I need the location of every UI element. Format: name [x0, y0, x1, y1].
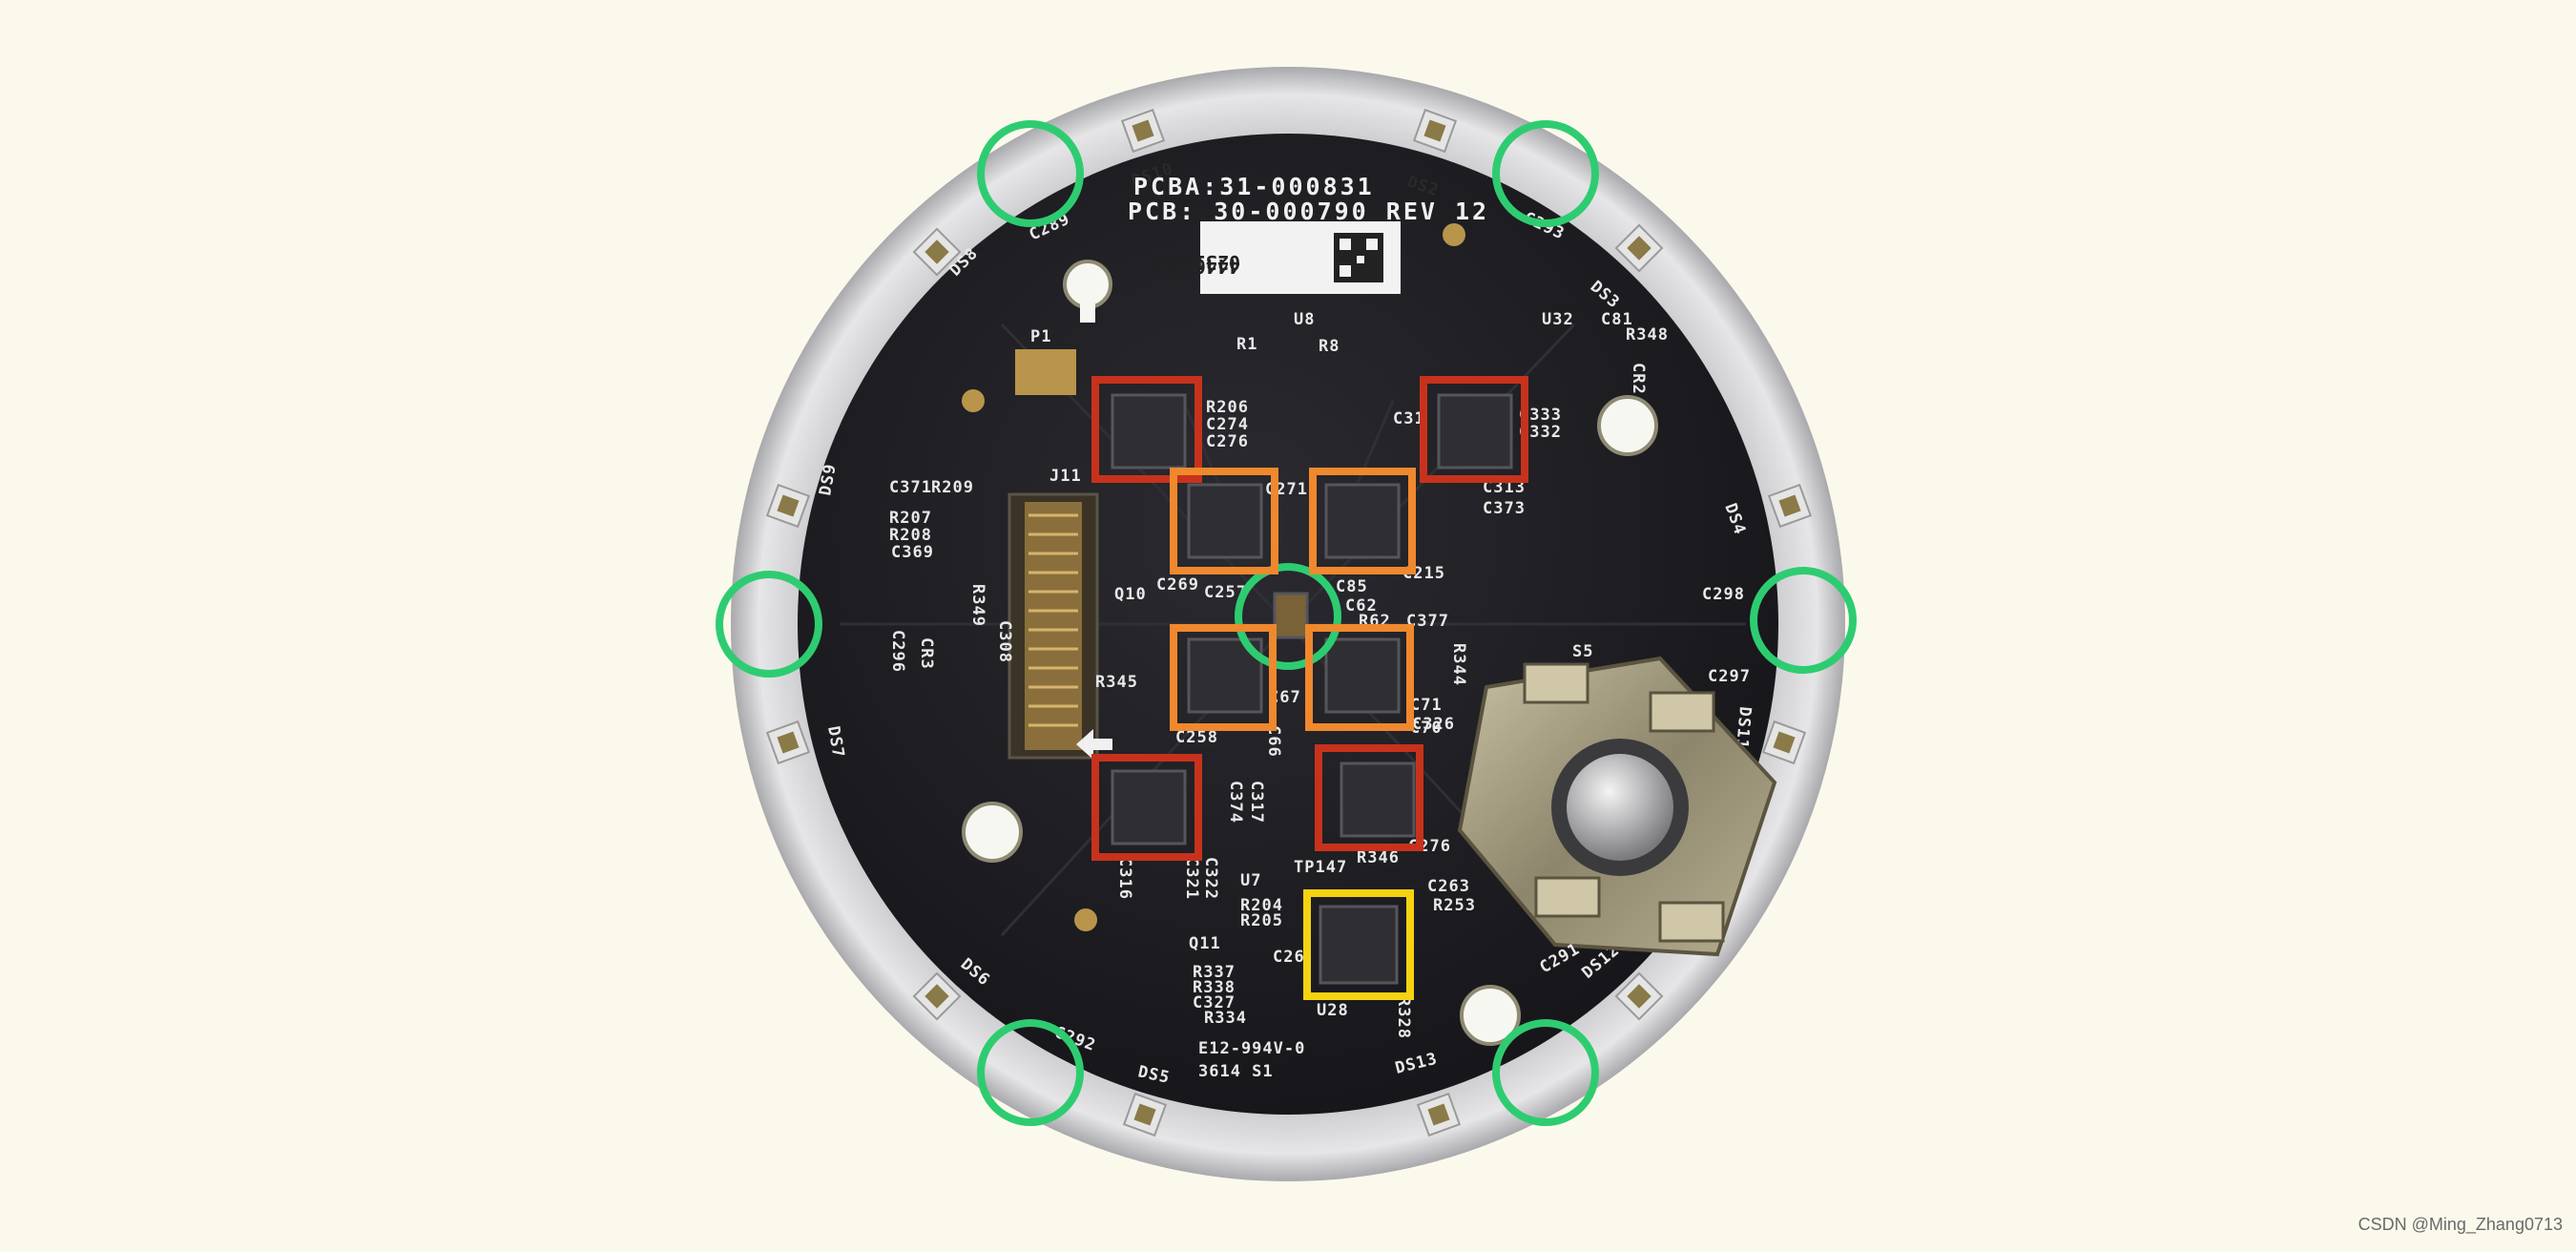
component-labels: C289 C293 C298 C297 C291 C292 C296 C263 … [888, 208, 1751, 1055]
serial-sticker: 02314011 444603LL [1149, 221, 1401, 294]
arrow-left-icon [1076, 729, 1112, 760]
comp-label: R338 [1193, 978, 1236, 997]
highlight-red-box [1091, 376, 1202, 483]
comp-label: Q10 [1114, 585, 1147, 604]
highlight-annotations [716, 120, 1857, 1126]
ic-chips [1111, 393, 1513, 985]
comp-label: C317 [1247, 781, 1266, 824]
comp-label: R348 [1626, 325, 1669, 344]
comp-label: R349 [968, 584, 987, 627]
comp-label: R253 [1433, 896, 1476, 915]
ring-leds [765, 108, 1813, 1137]
comp-label: C333 [1519, 406, 1562, 425]
mounting-holes [962, 223, 1658, 1046]
comp-label: C257 [1204, 583, 1247, 602]
comp-label: R1 [1236, 335, 1257, 354]
comp-label: U28 [1317, 1001, 1349, 1020]
pad-p1 [1015, 349, 1076, 395]
comp-label: C269 [1156, 575, 1199, 595]
comp-label: R205 [1240, 911, 1283, 930]
comp-label: C67 [1269, 688, 1301, 707]
comp-label: C85 [1336, 577, 1368, 596]
comp-label: C308 [995, 620, 1014, 663]
highlight-green-circle [1235, 563, 1341, 670]
comp-label: R209 [931, 478, 974, 497]
highlight-green-circle [1492, 120, 1599, 227]
comp-label: R344 [1449, 643, 1468, 686]
cap-label: C369 [891, 543, 934, 562]
comp-label: R345 [1095, 673, 1138, 692]
switch-label: S5 [1572, 642, 1593, 661]
comp-label: C81 [1601, 310, 1633, 329]
comp-label: R207 [889, 509, 932, 528]
comp-label: C371 [889, 478, 932, 497]
comp-label: Q11 [1189, 934, 1221, 953]
comp-label: CR3 [917, 637, 936, 670]
watermark: CSDN @Ming_Zhang0713 [2358, 1215, 2563, 1234]
pcb-label: PCB: 30-000790 REV 12 [1128, 198, 1489, 225]
comp-label: C377 [1406, 612, 1449, 631]
highlight-orange-box [1309, 468, 1416, 574]
comp-label: R204 [1240, 896, 1283, 915]
led-label-ds11: DS11 [1732, 706, 1755, 751]
connector-label: J11 [1049, 467, 1082, 486]
cap-label: C297 [1708, 667, 1751, 686]
highlight-green-circle [977, 1019, 1084, 1126]
comp-label: R206 [1206, 398, 1249, 417]
comp-label: CR2 [1629, 363, 1648, 395]
highlight-orange-box [1305, 624, 1414, 731]
highlight-orange-box [1170, 624, 1277, 731]
footer-code-2: 3614 S1 [1198, 1062, 1274, 1081]
comp-label: C276 [1206, 432, 1249, 451]
comp-label: C316 [1115, 857, 1134, 900]
comp-label: U8 [1294, 310, 1315, 329]
comp-label: C327 [1193, 993, 1236, 1012]
footer-code-1: E12-994V-0 [1198, 1039, 1305, 1058]
comp-label: C258 [1175, 728, 1218, 747]
sticker-code: 444603LL [1149, 255, 1240, 278]
comp-label: C31 [1393, 409, 1425, 428]
switch-s5 [1457, 656, 1777, 957]
highlight-orange-box [1170, 468, 1278, 574]
highlight-yellow-box [1303, 889, 1414, 1000]
comp-label: C66 [1264, 725, 1283, 758]
highlight-red-box [1420, 376, 1528, 483]
comp-label: U7 [1240, 871, 1261, 890]
comp-label: C62 [1345, 596, 1378, 616]
comp-label: C26 [1273, 948, 1305, 967]
comp-label: TP147 [1294, 858, 1347, 877]
highlight-red-box [1315, 744, 1423, 851]
flex-connector-j11 [1008, 492, 1099, 760]
pad-p1-label: P1 [1030, 327, 1051, 346]
highlight-green-circle [1750, 567, 1857, 674]
comp-label: R334 [1204, 1009, 1247, 1028]
comp-label: R208 [889, 526, 932, 545]
comp-label: C374 [1226, 781, 1245, 824]
cap-label: C326 [1412, 715, 1455, 734]
comp-label: C321 [1182, 857, 1201, 900]
comp-label: C70 [1410, 719, 1443, 738]
highlight-green-circle [1492, 1019, 1599, 1126]
comp-label: R8 [1319, 337, 1340, 356]
cap-label: C263 [1427, 877, 1470, 896]
comp-label: C71 [1410, 696, 1443, 715]
highlight-green-circle [977, 120, 1084, 227]
highlight-red-box [1091, 754, 1202, 861]
comp-label: R328 [1394, 996, 1413, 1039]
highlight-green-circle [716, 571, 822, 678]
comp-label: C332 [1519, 423, 1562, 442]
comp-label: R337 [1193, 963, 1236, 982]
sticker-serial: 02314011 [1149, 251, 1240, 274]
cap-label: C296 [888, 630, 907, 673]
comp-label: C274 [1206, 415, 1249, 434]
comp-label: U32 [1542, 310, 1574, 329]
cap-label: C298 [1702, 585, 1745, 604]
comp-label: R346 [1357, 848, 1400, 867]
cap-label: C373 [1483, 499, 1526, 518]
pcba-label: PCBA:31-000831 [1133, 173, 1375, 200]
comp-label: C322 [1201, 857, 1220, 900]
